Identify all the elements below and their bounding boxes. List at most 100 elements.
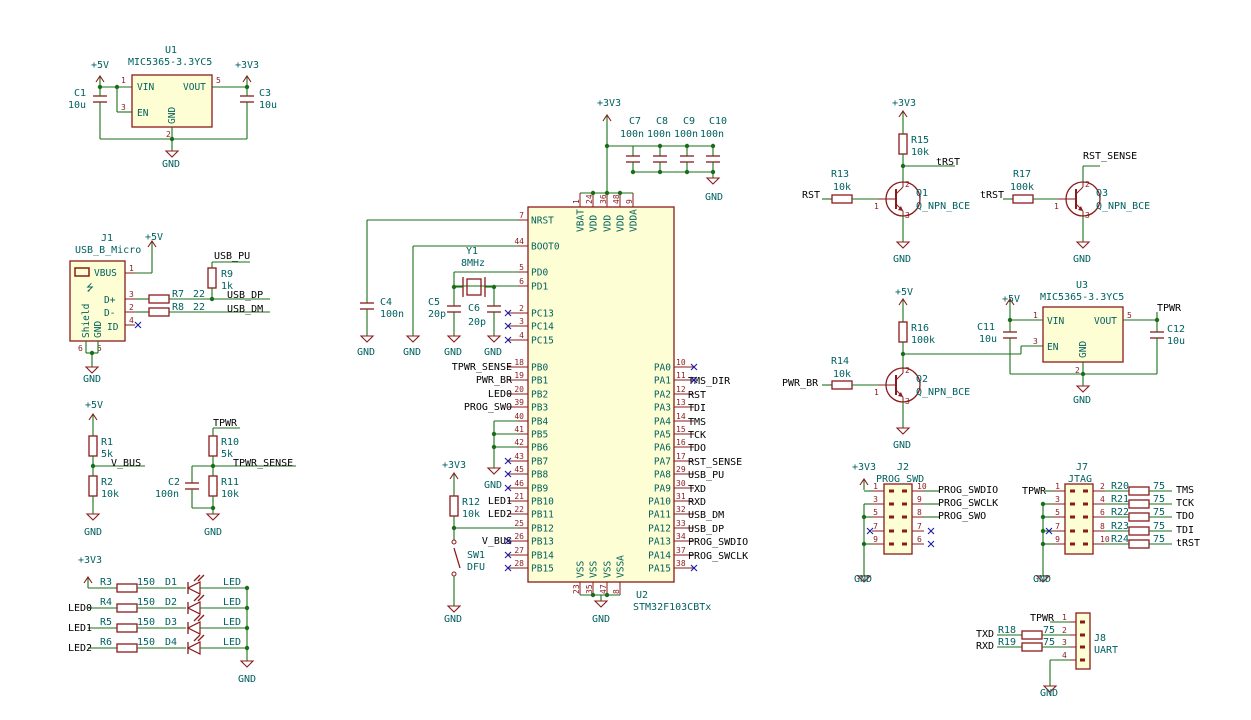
junction (617, 190, 623, 196)
header-pin-num: 1 (1062, 613, 1067, 622)
u2-pin-name: PB14 (531, 551, 554, 562)
mcu-aux-circuits: GND C4 100n GND Y1 8MHz C5 20p C6 20p GN… (357, 219, 518, 625)
ground-label: GND (1040, 688, 1058, 699)
power-3v3-label: +3V3 (852, 462, 876, 473)
u1-pin-num: 5 (216, 76, 221, 85)
u3-ref: U3 (1076, 280, 1088, 291)
c2-value: 100n (155, 489, 179, 500)
u3-pin-num: 5 (1127, 311, 1132, 320)
u2-pin-num: 31 (676, 492, 686, 501)
net-label: RST_SENSE (688, 457, 742, 468)
led-value: LED (223, 617, 241, 628)
u2-pin-name: VDD (589, 215, 600, 232)
ground-label: GND (1073, 395, 1091, 406)
led-value: LED (223, 637, 241, 648)
u2-pin-name: PA1 (654, 376, 671, 387)
power-5v-symbol (898, 298, 908, 311)
u2-pin-num: 27 (514, 546, 524, 555)
u2-pin-name: NRST (531, 216, 554, 227)
ground-symbol (896, 421, 910, 435)
u1-value: MIC5365-3.3YC5 (128, 57, 212, 68)
led-res-value: 150 (137, 577, 155, 588)
net-label-led: LED1 (68, 623, 92, 634)
u2-pin-num: 35 (585, 584, 594, 594)
y1-ref: Y1 (466, 246, 478, 257)
u2-pin-num: 36 (599, 194, 608, 204)
transistor-collector (895, 186, 904, 195)
c6-value: 20p (468, 317, 486, 328)
u2-pin-name: PD1 (531, 282, 548, 293)
net-label-rst-sense: RST_SENSE (1083, 151, 1137, 162)
header-pin-pad (1070, 529, 1075, 533)
net-label: USB_PU (688, 470, 724, 481)
resistor (1128, 512, 1150, 522)
junction (1040, 514, 1046, 520)
ground-label: GND (592, 614, 610, 625)
led-ref: D1 (165, 577, 177, 588)
c5-ref: C5 (428, 297, 440, 308)
header-pin-pad (902, 515, 907, 519)
net-label: TPWR_SENSE (452, 362, 512, 373)
header-pin-pad (902, 542, 907, 546)
u2-pin-name: PA3 (654, 403, 671, 414)
u2-pin-num: 43 (514, 452, 524, 461)
led-value: LED (223, 597, 241, 608)
header-pin-num: 10 (917, 482, 927, 491)
net-label-led: LED0 (68, 603, 92, 614)
net-label-tpwr-sense: TPWR_SENSE (233, 458, 293, 469)
led-arrow-icon (197, 594, 205, 602)
junction (657, 143, 663, 149)
net-label-uart: RXD (976, 641, 994, 652)
header-pin-num: 9 (1055, 535, 1060, 544)
c11-ref: C11 (977, 322, 995, 333)
led-icon (186, 581, 201, 595)
transistor-pin-num: 3 (905, 397, 910, 406)
c12-ref: C12 (1167, 324, 1185, 335)
transistor-pin-num: 1 (1054, 202, 1059, 211)
power-3v3-label: +3V3 (235, 60, 259, 71)
header-pin-num: 3 (873, 495, 878, 504)
usb-symbol-icon: ⭍ (86, 282, 94, 294)
ground-symbol (447, 599, 461, 613)
header-pin-num: 5 (873, 508, 878, 517)
net-label-jtag: tRST (1176, 538, 1200, 549)
u2-pin-name: VBAT (576, 209, 587, 232)
led-icon (186, 641, 201, 655)
u1-pin-gnd: GND (167, 107, 178, 124)
c3-ref: C3 (259, 88, 271, 99)
net-label: RXD (688, 497, 706, 508)
switch-sw1[interactable] (453, 547, 461, 569)
u2-pin-name: PB13 (531, 537, 554, 548)
net-label: LED1 (488, 496, 512, 507)
sw1-ref: SW1 (467, 550, 485, 561)
u3-pin-num: 3 (1033, 337, 1038, 346)
net-label: PROG_SWDIO (688, 537, 748, 548)
u2-pin-num: 16 (676, 438, 686, 447)
u2-pin-num: 38 (676, 559, 686, 568)
resistor (1021, 630, 1043, 640)
led-res-ref: R4 (100, 597, 112, 608)
j7-ref: J7 (1076, 462, 1088, 473)
j8-value: UART (1094, 645, 1118, 656)
ground-symbol (1076, 235, 1090, 249)
u1-pin-num: 3 (121, 103, 126, 112)
power-3v3-symbol (859, 478, 869, 491)
cap-value: 100n (620, 129, 644, 140)
u1-pin-vout: VOUT (183, 82, 206, 93)
u2-pin-num: 1 (572, 199, 581, 204)
u2-pin-name: VDDA (629, 209, 640, 232)
net-label-v-bus: V_BUS (111, 458, 141, 469)
j1-pin-shield: Shield (81, 304, 92, 338)
net-label-tpwr: TPWR (1022, 486, 1047, 497)
u2-pin-name: PA0 (654, 363, 671, 374)
y1-value: 8MHz (461, 258, 485, 269)
u1-pin-num: 2 (166, 130, 171, 139)
u1-pin-vin: VIN (137, 82, 154, 93)
j1-pin-num: 5 (97, 344, 102, 353)
transistor-pin-num: 1 (874, 202, 879, 211)
power-5v-label: +5V (85, 400, 103, 411)
u2-pin-num: 24 (585, 194, 594, 204)
u2-pin-name: PA13 (648, 537, 671, 548)
